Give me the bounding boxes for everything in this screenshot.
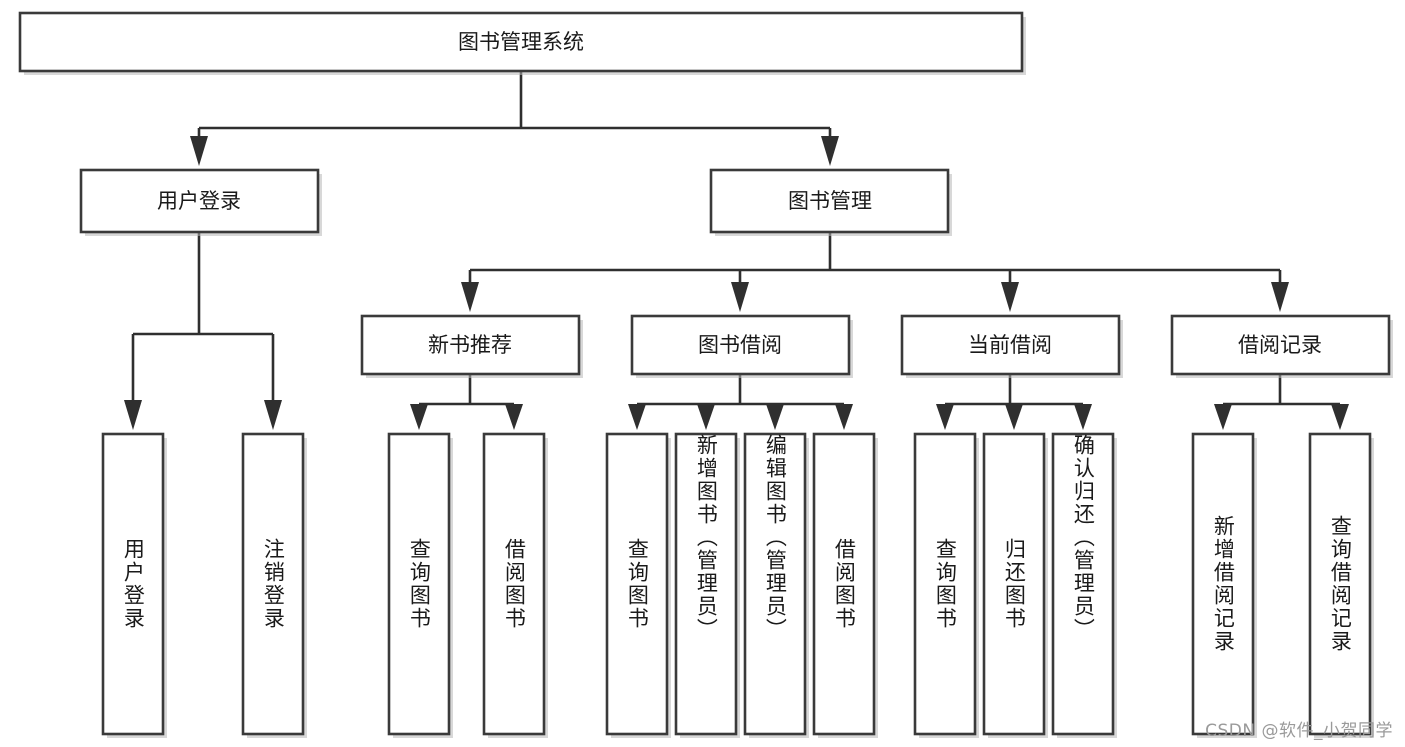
node-borrow-record[interactable]: 借阅记录: [1170, 314, 1393, 378]
leaf-query-record-box[interactable]: [1308, 432, 1372, 736]
arrow-head-leaf-confirm-return: [1074, 404, 1092, 430]
leaf-confirm-return-box[interactable]: [1051, 432, 1115, 736]
arrow-head-leaf-query-book-rec: [410, 404, 428, 430]
connector-layer: [124, 71, 1349, 430]
book-borrow-box[interactable]: [630, 314, 851, 376]
arrow-head-user-login: [190, 136, 208, 166]
user-login-box[interactable]: [79, 168, 320, 234]
leaf-edit-book-box[interactable]: [743, 432, 807, 736]
leaf-add-book-box[interactable]: [674, 432, 738, 736]
leaf-user-login-box[interactable]: [101, 432, 165, 736]
arrow-head-new-book-rec: [461, 282, 479, 312]
leaf-query-book-cur-box[interactable]: [913, 432, 977, 736]
book-manage-box[interactable]: [709, 168, 950, 234]
leaf-borrow-book-box[interactable]: [812, 432, 876, 736]
node-new-book-rec[interactable]: 新书推荐: [360, 314, 583, 378]
arrow-head-leaf-user-logout: [264, 400, 282, 430]
arrow-head-leaf-query-record: [1331, 404, 1349, 430]
arrow-head-book-manage: [821, 136, 839, 166]
new-book-rec-box[interactable]: [360, 314, 581, 376]
arrow-head-leaf-edit-book: [766, 404, 784, 430]
leaf-user-logout-box[interactable]: [241, 432, 305, 736]
arrow-head-leaf-borrow-book: [835, 404, 853, 430]
node-root[interactable]: 图书管理系统: [18, 11, 1026, 75]
leaf-borrow-book-rec-box[interactable]: [482, 432, 546, 736]
node-user-login[interactable]: 用户登录: [79, 168, 322, 236]
book-manage-label: 图书管理: [788, 189, 872, 213]
arrow-head-book-borrow: [731, 282, 749, 312]
borrow-record-label: 借阅记录: [1238, 333, 1322, 357]
arrow-head-leaf-query-book-borrow: [628, 404, 646, 430]
node-book-manage[interactable]: 图书管理: [709, 168, 952, 236]
arrow-head-leaf-borrow-book-rec: [505, 404, 523, 430]
node-book-borrow[interactable]: 图书借阅: [630, 314, 853, 378]
arrow-head-leaf-query-book-cur: [936, 404, 954, 430]
csdn-watermark: CSDN @软件_小贺同学: [1205, 721, 1393, 741]
leaf-query-book-borrow-box[interactable]: [605, 432, 669, 736]
user-login-label: 用户登录: [157, 189, 241, 213]
borrow-record-box[interactable]: [1170, 314, 1391, 376]
root-label: 图书管理系统: [458, 30, 584, 54]
current-borrow-label: 当前借阅: [968, 333, 1052, 357]
current-borrow-box[interactable]: [900, 314, 1121, 376]
arrow-head-leaf-return-book: [1005, 404, 1023, 430]
new-book-rec-label: 新书推荐: [428, 333, 512, 357]
book-borrow-label: 图书借阅: [698, 333, 782, 357]
leaf-add-record-box[interactable]: [1191, 432, 1255, 736]
arrow-head-current-borrow: [1001, 282, 1019, 312]
arrow-head-leaf-user-login: [124, 400, 142, 430]
leaf-box-layer: [101, 432, 1374, 738]
leaf-query-book-rec-box[interactable]: [387, 432, 451, 736]
root-box[interactable]: [18, 11, 1024, 73]
node-current-borrow[interactable]: 当前借阅: [900, 314, 1123, 378]
arrow-head-leaf-add-record: [1214, 404, 1232, 430]
arrow-head-leaf-add-book: [697, 404, 715, 430]
arrow-head-borrow-record: [1271, 282, 1289, 312]
leaf-return-book-box[interactable]: [982, 432, 1046, 736]
